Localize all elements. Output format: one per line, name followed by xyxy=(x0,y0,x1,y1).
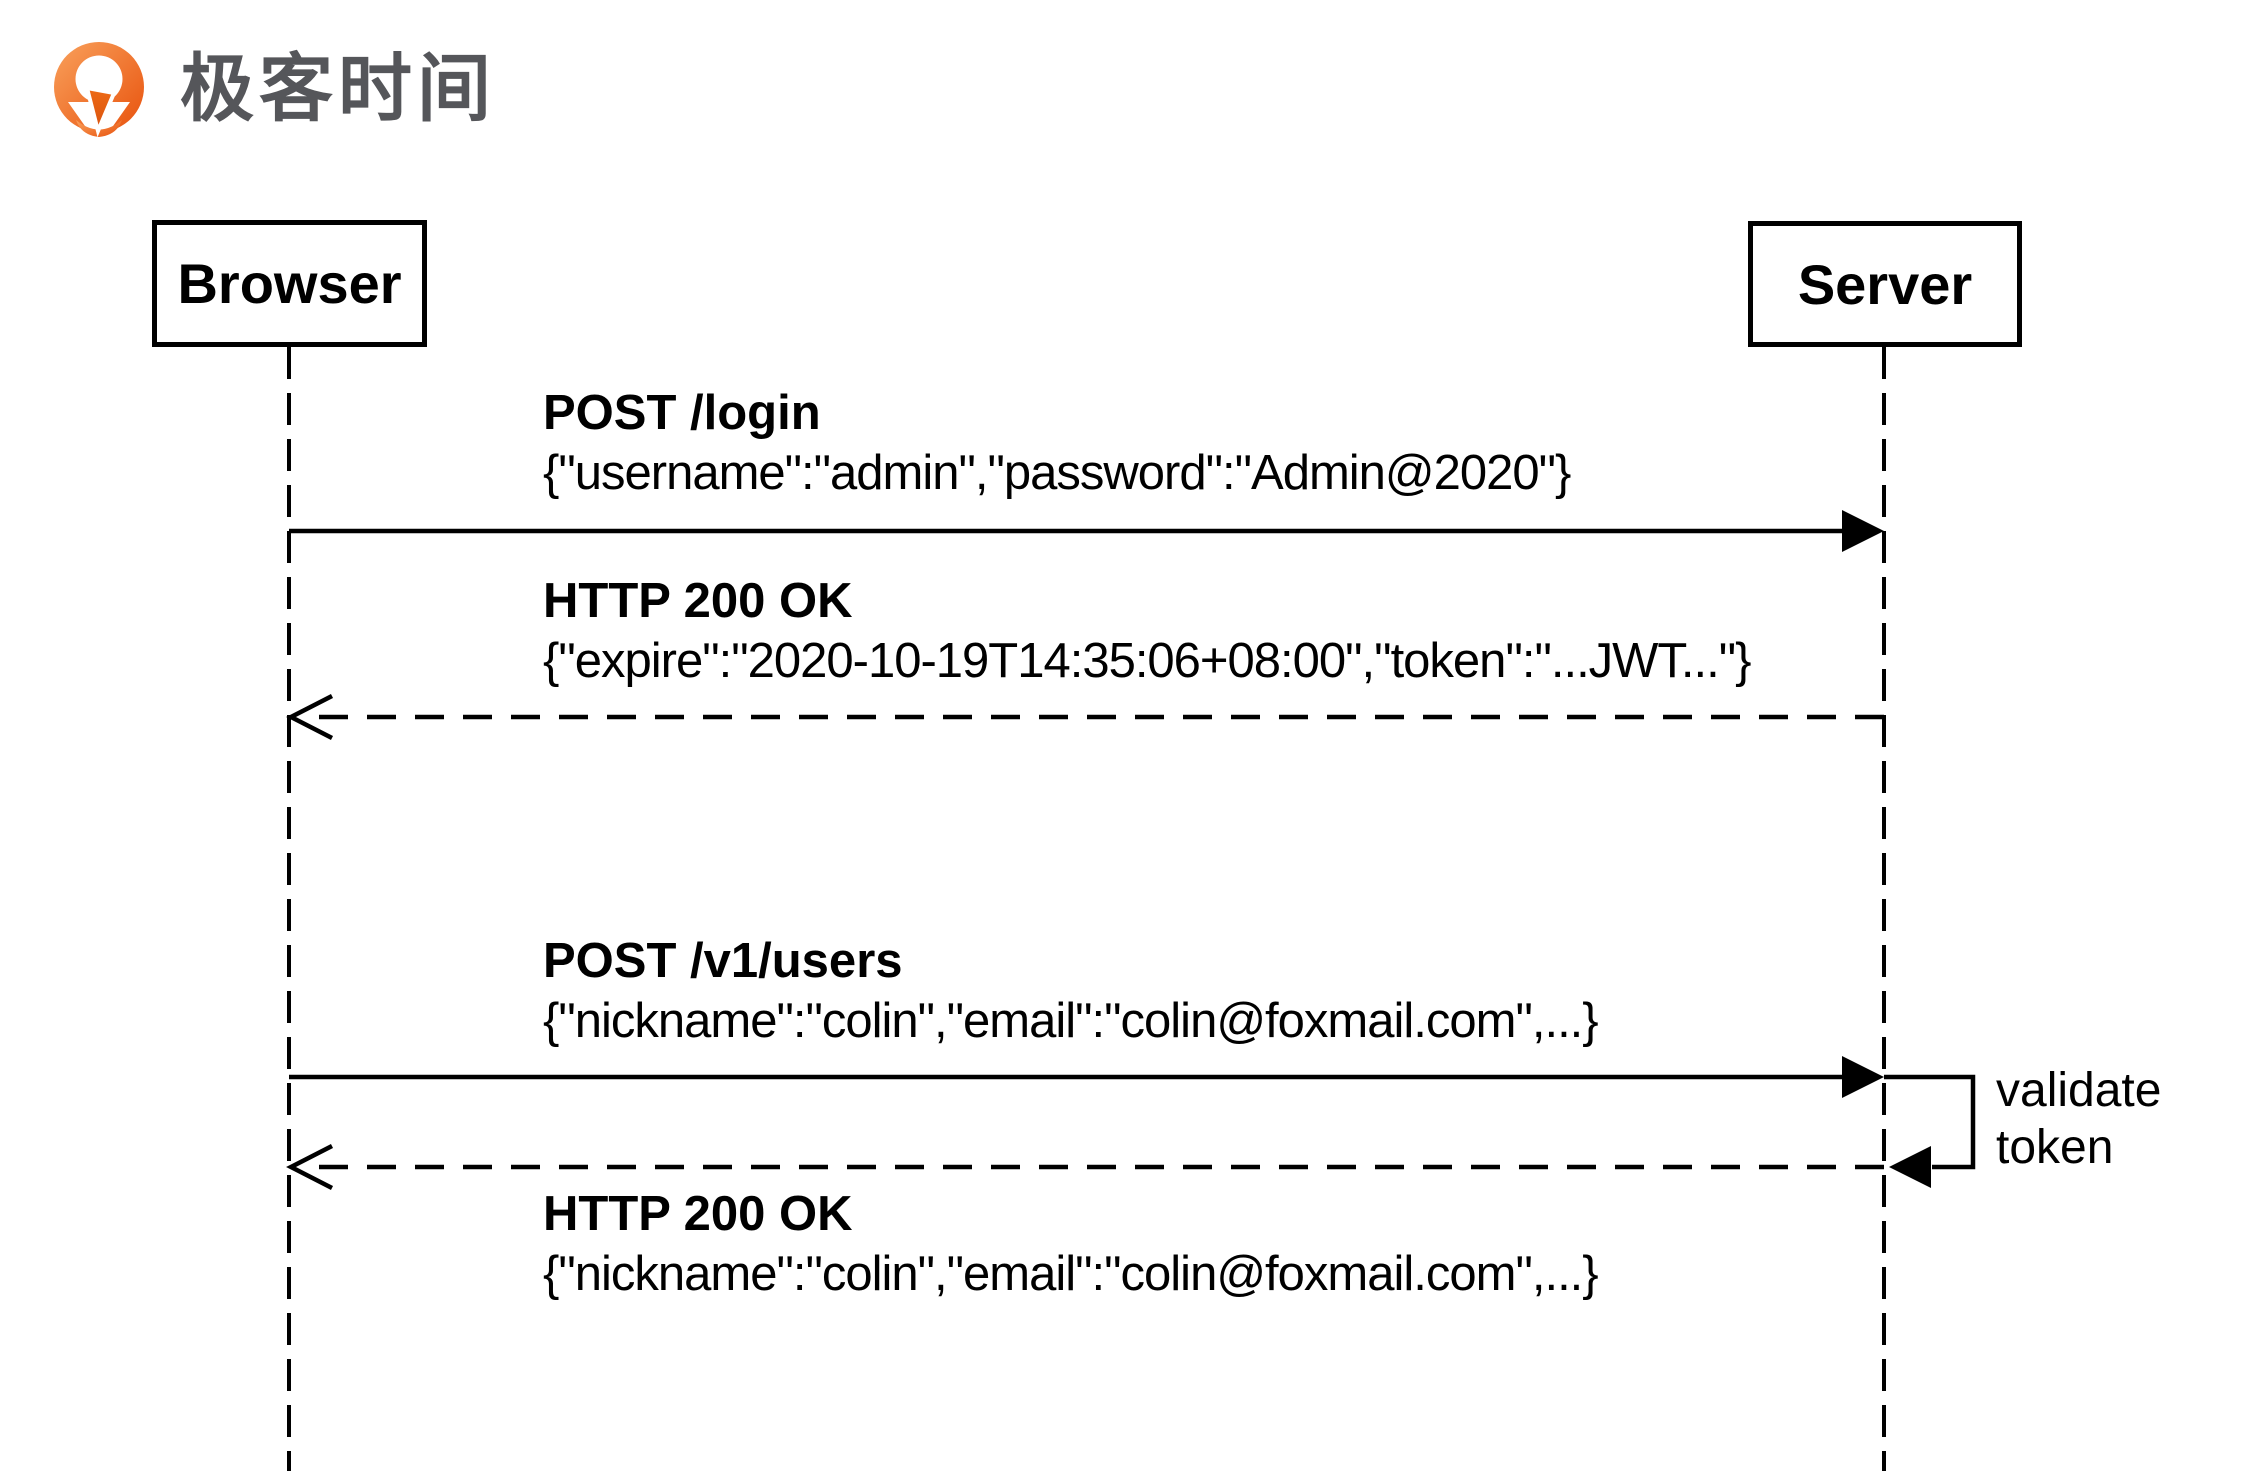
message-title: HTTP 200 OK xyxy=(543,1187,853,1241)
request-arrowhead-login xyxy=(1842,510,1884,552)
message-title: HTTP 200 OK xyxy=(543,574,853,628)
response-arrowhead-users xyxy=(286,1143,334,1191)
message-post-login: POST /login {"username":"admin","passwor… xyxy=(543,383,1571,503)
message-body: {"username":"admin","password":"Admin@20… xyxy=(543,446,1571,500)
message-login-response: HTTP 200 OK {"expire":"2020-10-19T14:35:… xyxy=(543,571,1752,691)
validate-token-line1: validate xyxy=(1996,1064,2162,1117)
actor-browser-label: Browser xyxy=(177,252,402,315)
self-loop-validate-token xyxy=(1884,1074,1976,1170)
validate-token-note: validate token xyxy=(1996,1062,2161,1176)
self-loop-arrowhead xyxy=(1889,1146,1931,1188)
validate-token-line2: token xyxy=(1996,1121,2114,1174)
geektime-logo-icon xyxy=(54,42,144,142)
message-title: POST /login xyxy=(543,386,821,440)
message-body: {"nickname":"colin","email":"colin@foxma… xyxy=(543,1247,1599,1301)
response-arrowhead-login xyxy=(286,693,334,741)
actor-server-label: Server xyxy=(1797,252,1973,316)
message-title: POST /v1/users xyxy=(543,934,903,988)
actor-server-box: Server xyxy=(1748,221,2022,347)
brand-logo: 极客时间 xyxy=(48,36,496,142)
request-arrowhead-users xyxy=(1842,1056,1884,1098)
message-post-users: POST /v1/users {"nickname":"colin","emai… xyxy=(543,931,1599,1051)
message-users-response: HTTP 200 OK {"nickname":"colin","email":… xyxy=(543,1184,1599,1304)
brand-name: 极客时间 xyxy=(180,47,496,130)
message-body: {"expire":"2020-10-19T14:35:06+08:00","t… xyxy=(543,634,1752,688)
message-body: {"nickname":"colin","email":"colin@foxma… xyxy=(543,994,1599,1048)
actor-browser-box: Browser xyxy=(152,220,427,347)
